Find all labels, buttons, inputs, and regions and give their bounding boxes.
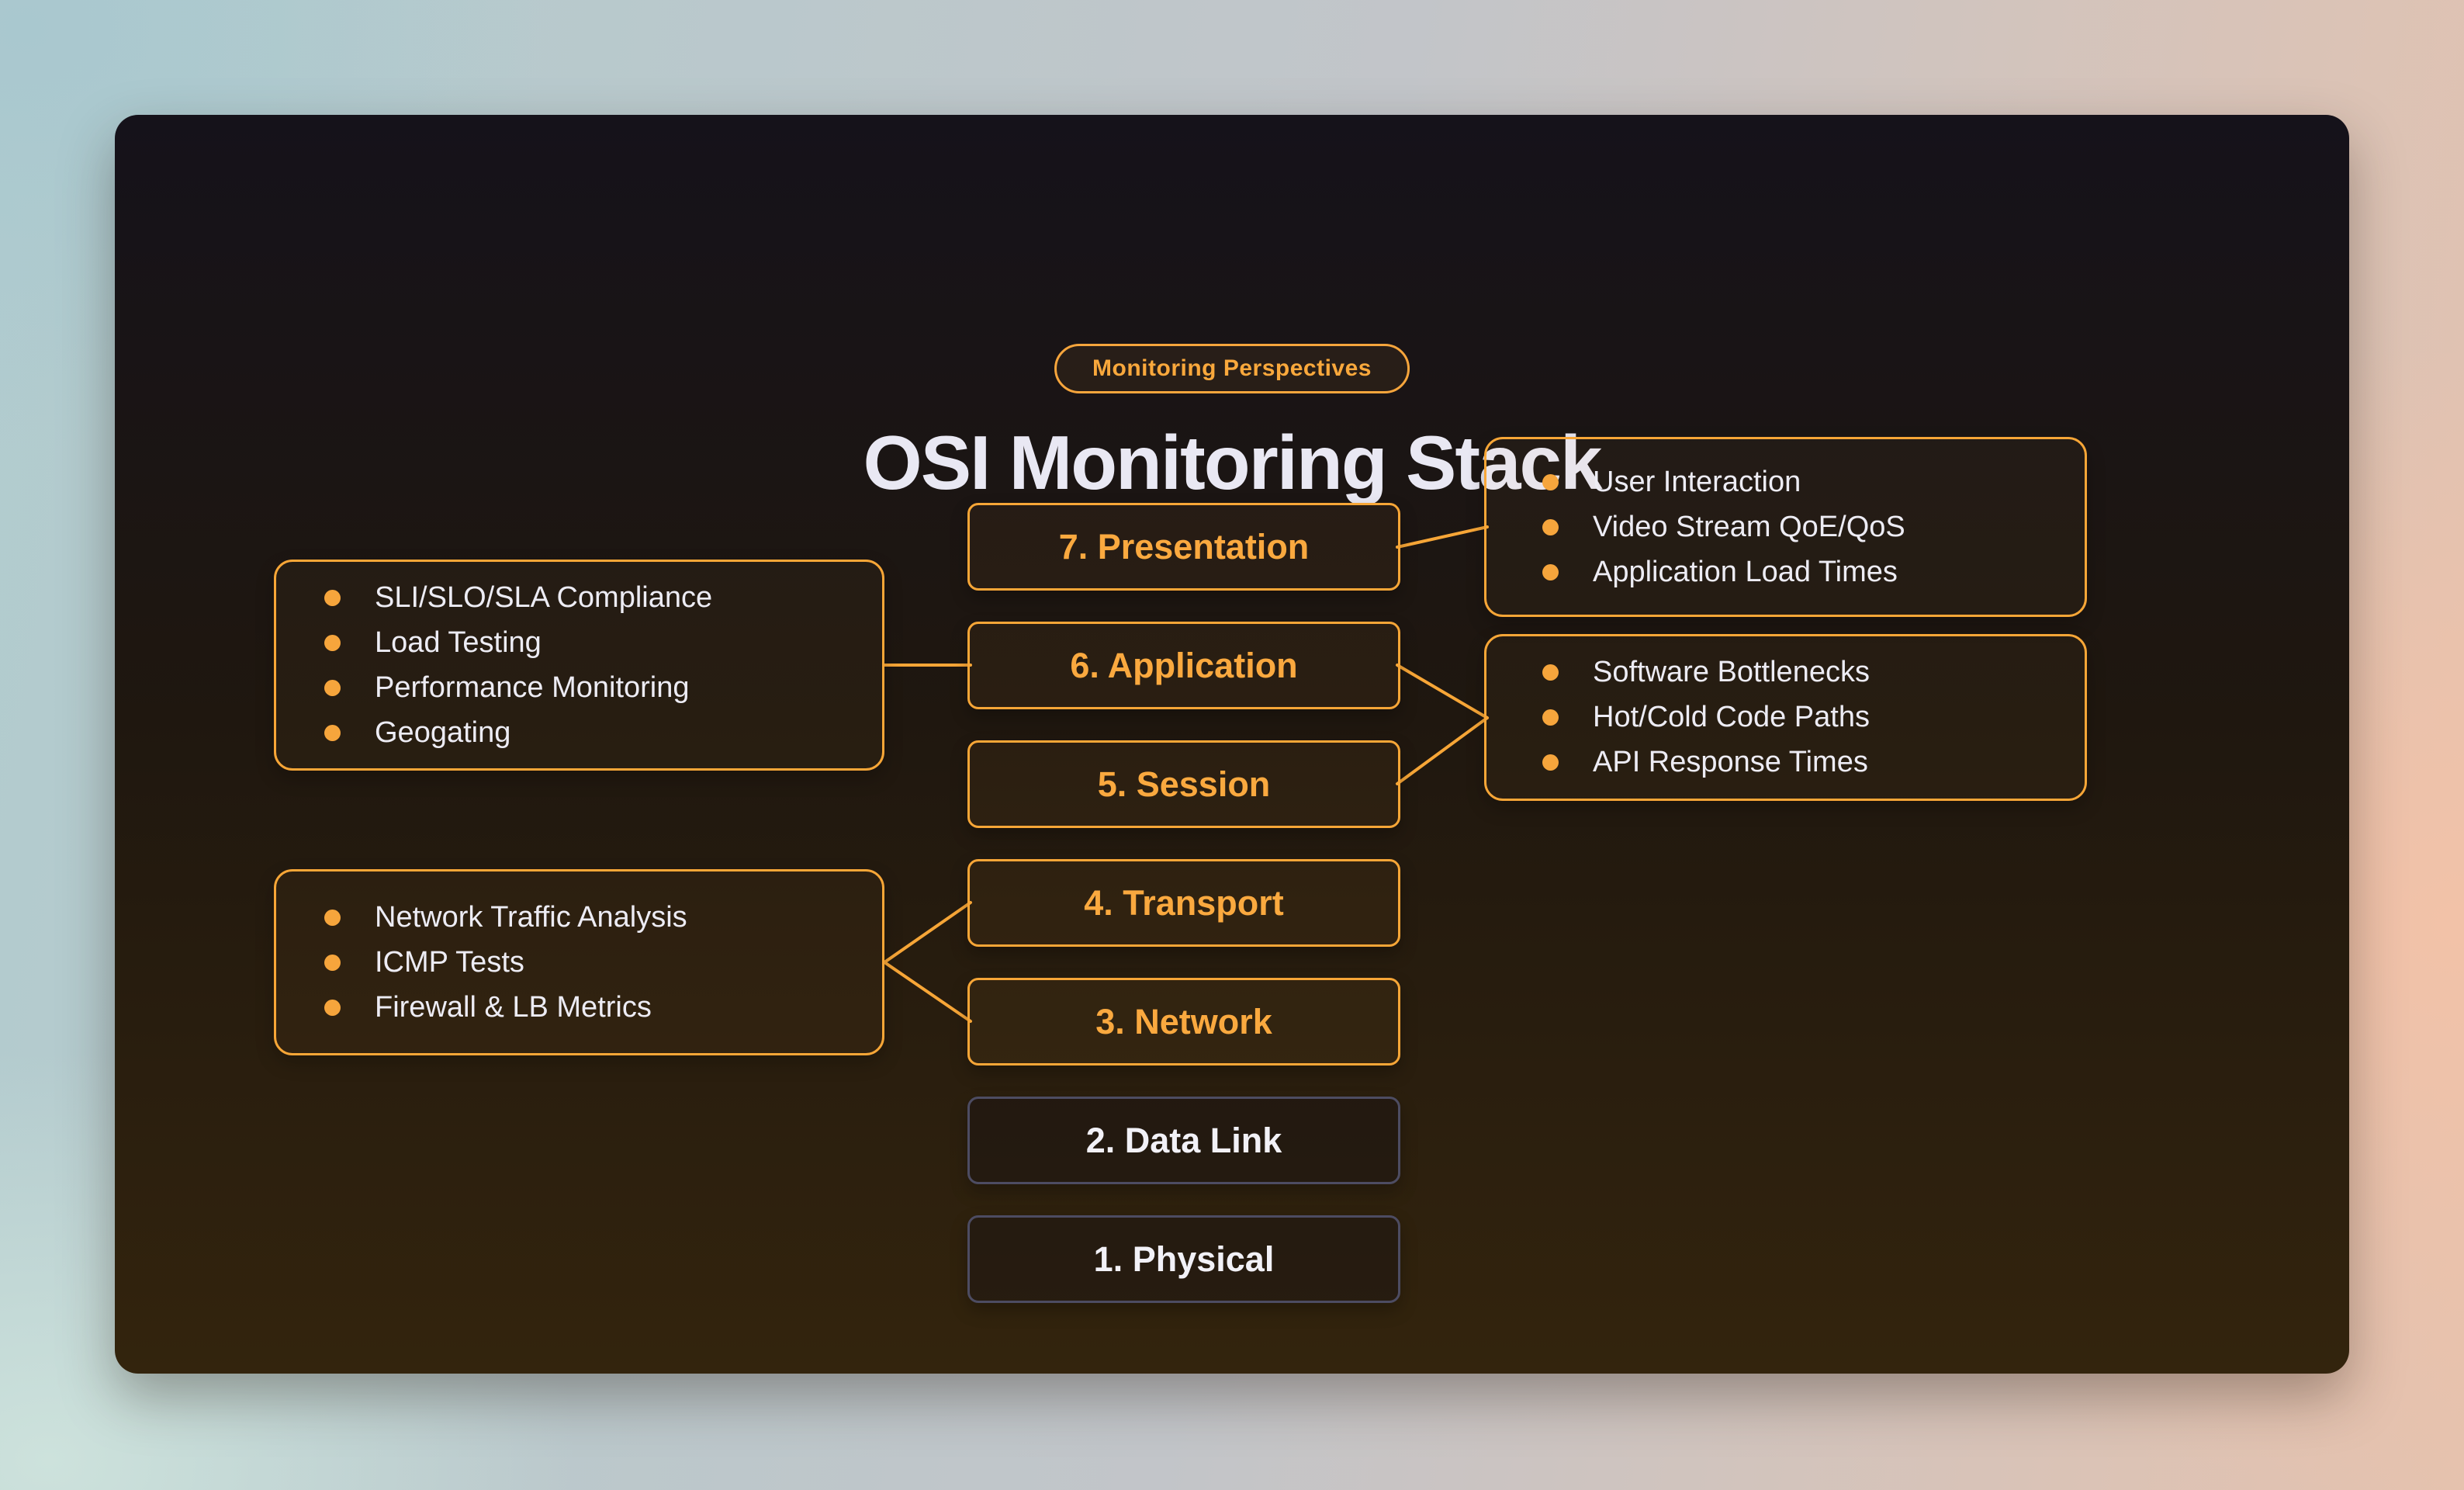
list-item: Geogating — [276, 710, 882, 755]
list-item: Hot/Cold Code Paths — [1486, 695, 2085, 740]
list-item: Video Stream QoE/QoS — [1486, 504, 2085, 549]
bullet-dot-icon — [1542, 518, 1559, 535]
panel-item-list: User Interaction Video Stream QoE/QoS Ap… — [1486, 459, 2085, 594]
list-item-label: Software Bottlenecks — [1593, 656, 1870, 688]
list-item: Firewall & LB Metrics — [276, 985, 882, 1030]
diagram-card: Monitoring Perspectives OSI Monitoring S… — [115, 115, 2349, 1374]
list-item-label: Firewall & LB Metrics — [375, 990, 652, 1024]
list-item-label: Application Load Times — [1593, 555, 1898, 588]
list-item: SLI/SLO/SLA Compliance — [276, 575, 882, 620]
bullet-dot-icon — [324, 724, 341, 741]
list-item-label: Geogating — [375, 716, 511, 749]
list-item: Software Bottlenecks — [1486, 650, 2085, 695]
layer-box-transport: 4. Transport — [967, 859, 1400, 947]
layer-label: 1. Physical — [1093, 1239, 1275, 1279]
connector-session-to-software-panel — [1396, 716, 1489, 785]
list-item-label: Video Stream QoE/QoS — [1593, 510, 1905, 543]
layer-box-network: 3. Network — [967, 978, 1400, 1066]
list-item: Load Testing — [276, 620, 882, 665]
panel-item-list: Network Traffic Analysis ICMP Tests Fire… — [276, 895, 882, 1030]
monitoring-perspectives-badge: Monitoring Perspectives — [1054, 344, 1410, 393]
layer-box-session: 5. Session — [967, 740, 1400, 828]
layer-box-presentation: 7. Presentation — [967, 503, 1400, 591]
layer-box-physical: 1. Physical — [967, 1215, 1400, 1303]
bullet-dot-icon — [1542, 754, 1559, 771]
panel-item-list: Software Bottlenecks Hot/Cold Code Paths… — [1486, 650, 2085, 785]
layer-label: 5. Session — [1097, 764, 1271, 804]
layer-label: 7. Presentation — [1058, 526, 1310, 567]
list-item-label: User Interaction — [1593, 465, 1801, 498]
layer-box-application: 6. Application — [967, 622, 1400, 709]
list-item: ICMP Tests — [276, 940, 882, 985]
panel-network-monitoring: Network Traffic Analysis ICMP Tests Fire… — [274, 869, 884, 1055]
connector-presentation-to-user-panel — [1396, 525, 1489, 549]
bullet-dot-icon — [324, 909, 341, 926]
list-item-label: Network Traffic Analysis — [375, 900, 687, 934]
panel-user-experience-monitoring: User Interaction Video Stream QoE/QoS Ap… — [1484, 437, 2087, 617]
bullet-dot-icon — [1542, 563, 1559, 580]
connector-application-to-software-panel — [1396, 664, 1489, 719]
list-item: Network Traffic Analysis — [276, 895, 882, 940]
list-item-label: ICMP Tests — [375, 945, 524, 979]
panel-software-monitoring: Software Bottlenecks Hot/Cold Code Paths… — [1484, 634, 2087, 801]
list-item-label: Performance Monitoring — [375, 670, 690, 704]
list-item: User Interaction — [1486, 459, 2085, 504]
bullet-dot-icon — [324, 679, 341, 696]
bullet-dot-icon — [324, 589, 341, 606]
bullet-dot-icon — [1542, 473, 1559, 490]
list-item-label: Load Testing — [375, 625, 542, 659]
list-item: API Response Times — [1486, 740, 2085, 785]
layer-label: 4. Transport — [1084, 882, 1284, 923]
bullet-dot-icon — [1542, 664, 1559, 681]
page-title: OSI Monitoring Stack — [863, 420, 1603, 505]
bullet-dot-icon — [324, 999, 341, 1016]
list-item-label: SLI/SLO/SLA Compliance — [375, 580, 713, 614]
list-item: Application Load Times — [1486, 549, 2085, 594]
list-item-label: API Response Times — [1593, 746, 1868, 778]
bullet-dot-icon — [324, 954, 341, 971]
list-item: Performance Monitoring — [276, 665, 882, 710]
layer-label: 2. Data Link — [1085, 1120, 1282, 1160]
bullet-dot-icon — [324, 634, 341, 651]
connector-network-panel-to-transport — [883, 901, 972, 964]
connector-network-panel-to-network — [883, 961, 972, 1023]
panel-item-list: SLI/SLO/SLA Compliance Load Testing Perf… — [276, 575, 882, 755]
bullet-dot-icon — [1542, 709, 1559, 726]
list-item-label: Hot/Cold Code Paths — [1593, 701, 1870, 733]
layer-label: 6. Application — [1070, 645, 1298, 685]
panel-application-monitoring: SLI/SLO/SLA Compliance Load Testing Perf… — [274, 560, 884, 771]
badge-label: Monitoring Perspectives — [1092, 355, 1372, 381]
layer-box-data-link: 2. Data Link — [967, 1097, 1400, 1184]
layer-label: 3. Network — [1095, 1001, 1272, 1041]
